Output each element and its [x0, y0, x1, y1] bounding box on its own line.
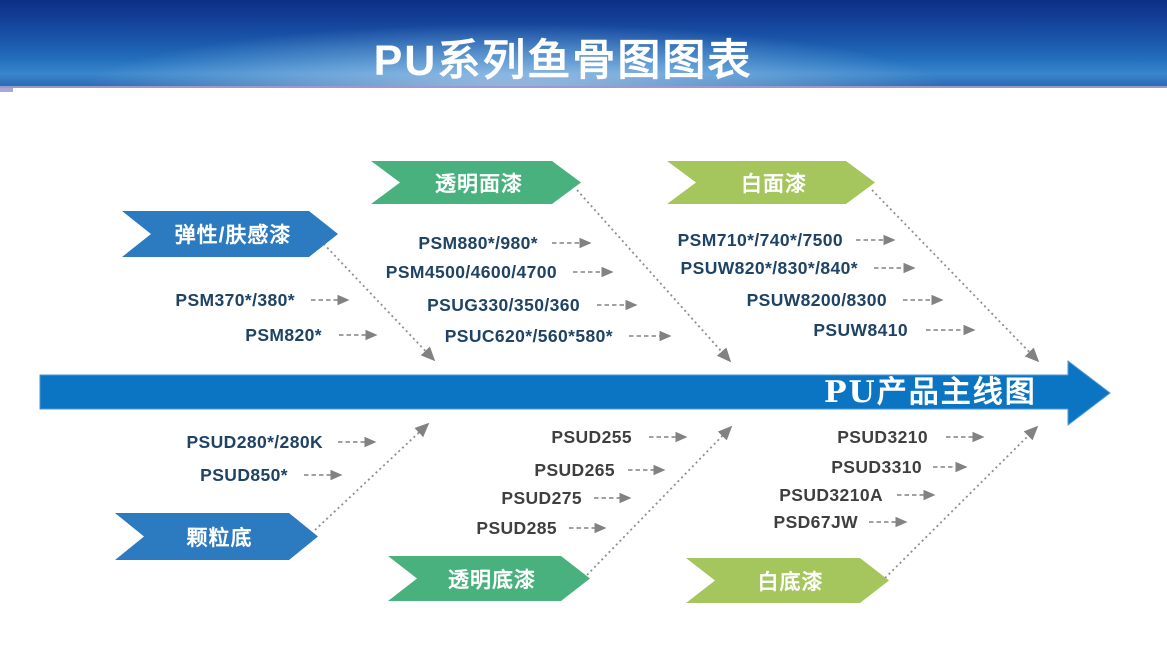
branch-banner-white-primer: 白底漆	[686, 558, 889, 603]
product-code: PSUD285	[476, 518, 557, 538]
branch-banner-label: 透明底漆	[448, 568, 536, 592]
branch-banner-label: 颗粒底	[186, 526, 253, 550]
product-code: PSUD255	[551, 427, 632, 447]
product-code: PSD67JW	[773, 512, 858, 532]
branch-banner-label: 弹性/肤感漆	[174, 224, 292, 247]
product-code: PSUD265	[534, 460, 615, 480]
product-code: PSM710*/740*/7500	[677, 230, 843, 250]
main-line-label: PU产品主线图	[824, 375, 1037, 410]
product-code: PSUD3210A	[779, 485, 883, 505]
product-code: PSUD3210	[837, 427, 928, 447]
branch-banner-clear-primer: 透明底漆	[388, 556, 590, 601]
product-code: PSM820*	[245, 325, 322, 345]
product-code: PSUW8200/8300	[746, 290, 887, 310]
product-code: PSUD850*	[200, 465, 288, 485]
product-code: PSM880*/980*	[418, 233, 538, 253]
title-banner	[0, 0, 1167, 88]
branch-banner-granule-primer: 颗粒底	[115, 513, 318, 560]
branch-connector-elastic	[319, 239, 436, 362]
branch-banner-label: 白底漆	[757, 570, 824, 594]
branch-connector-clear-primer	[586, 425, 733, 576]
branch-banner-elastic-skin: 弹性/肤感漆	[122, 211, 338, 257]
branch-banner-clear-topcoat: 透明面漆	[371, 161, 581, 204]
product-code: PSUW820*/830*/840*	[680, 258, 858, 278]
product-code: PSM4500/4600/4700	[385, 262, 557, 282]
product-code: PSUD275	[501, 488, 582, 508]
branch-banner-label: 透明面漆	[435, 172, 523, 196]
branch-banner-white-topcoat: 白面漆	[667, 161, 875, 204]
product-code: PSM370*/380*	[175, 290, 295, 310]
branch-connector-granule	[314, 422, 430, 531]
page-title: PU系列鱼骨图图表	[373, 37, 753, 85]
product-code: PSUD280*/280K	[186, 432, 323, 452]
product-code: PSUW8410	[813, 320, 908, 340]
header-accent	[0, 88, 13, 92]
product-code: PSUC620*/560*580*	[444, 326, 613, 346]
product-code: PSUD3310	[831, 457, 922, 477]
branch-banner-label: 白面漆	[741, 172, 807, 196]
product-code: PSUG330/350/360	[427, 295, 580, 315]
branch-connector-white-primer	[884, 425, 1039, 579]
